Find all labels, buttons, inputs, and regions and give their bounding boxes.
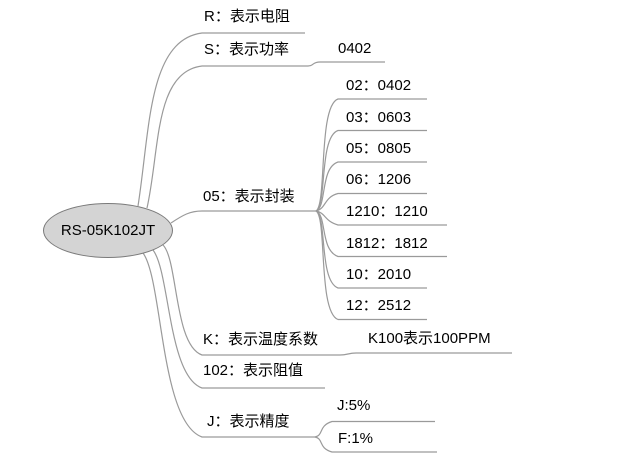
branch-resistor-label[interactable]: R：表示电阻 — [204, 8, 290, 25]
package-child-03-label[interactable]: 03：0603 — [346, 109, 412, 126]
connector-j-5pct — [314, 420, 435, 438]
connector-pkg-12 — [315, 210, 427, 321]
branch-tempco-label[interactable]: K：表示温度系数 — [203, 331, 319, 348]
branch-precision-label[interactable]: J：表示精度 — [207, 413, 290, 430]
power-child-0402-label[interactable]: 0402 — [338, 40, 372, 57]
connector-pkg-02 — [315, 98, 427, 212]
package-child-1210-label[interactable]: 1210：1210 — [346, 203, 428, 220]
connector-j-1pct — [314, 436, 437, 453]
connector-branch-j — [142, 252, 315, 438]
package-child-10-label[interactable]: 10：2010 — [346, 266, 412, 283]
branch-package-label[interactable]: 05：表示封装 — [203, 188, 295, 205]
connector-branch-s — [146, 65, 308, 209]
connector-pkg-1812 — [315, 210, 447, 258]
connector-s-0402 — [307, 61, 385, 67]
package-child-1812-label[interactable]: 1812：1812 — [346, 235, 428, 252]
connector-branch-r — [137, 32, 305, 207]
branch-power-label[interactable]: S：表示功率 — [204, 41, 290, 58]
precision-child-j5-label[interactable]: J:5% — [337, 397, 371, 414]
tempco-child-k100-label[interactable]: K100表示100PPM — [368, 330, 491, 347]
connector-pkg-06 — [315, 192, 427, 212]
package-child-05-label[interactable]: 05：0805 — [346, 140, 412, 157]
root-node[interactable]: RS-05K102JT — [43, 203, 173, 258]
package-child-06-label[interactable]: 06：1206 — [346, 171, 412, 188]
connector-pkg-05 — [315, 161, 427, 212]
connector-branch-pkg — [170, 210, 316, 224]
connector-pkg-03 — [315, 129, 427, 212]
package-child-12-label[interactable]: 12：2512 — [346, 297, 412, 314]
branch-resistance-label[interactable]: 102：表示阻值 — [203, 362, 304, 379]
connector-k-k100 — [339, 352, 512, 356]
precision-child-f1-label[interactable]: F:1% — [338, 430, 374, 447]
connector-branch-k — [162, 244, 340, 356]
connector-branch-102 — [152, 249, 325, 389]
package-child-02-label[interactable]: 02：0402 — [346, 77, 412, 94]
connector-pkg-1210 — [315, 210, 447, 226]
